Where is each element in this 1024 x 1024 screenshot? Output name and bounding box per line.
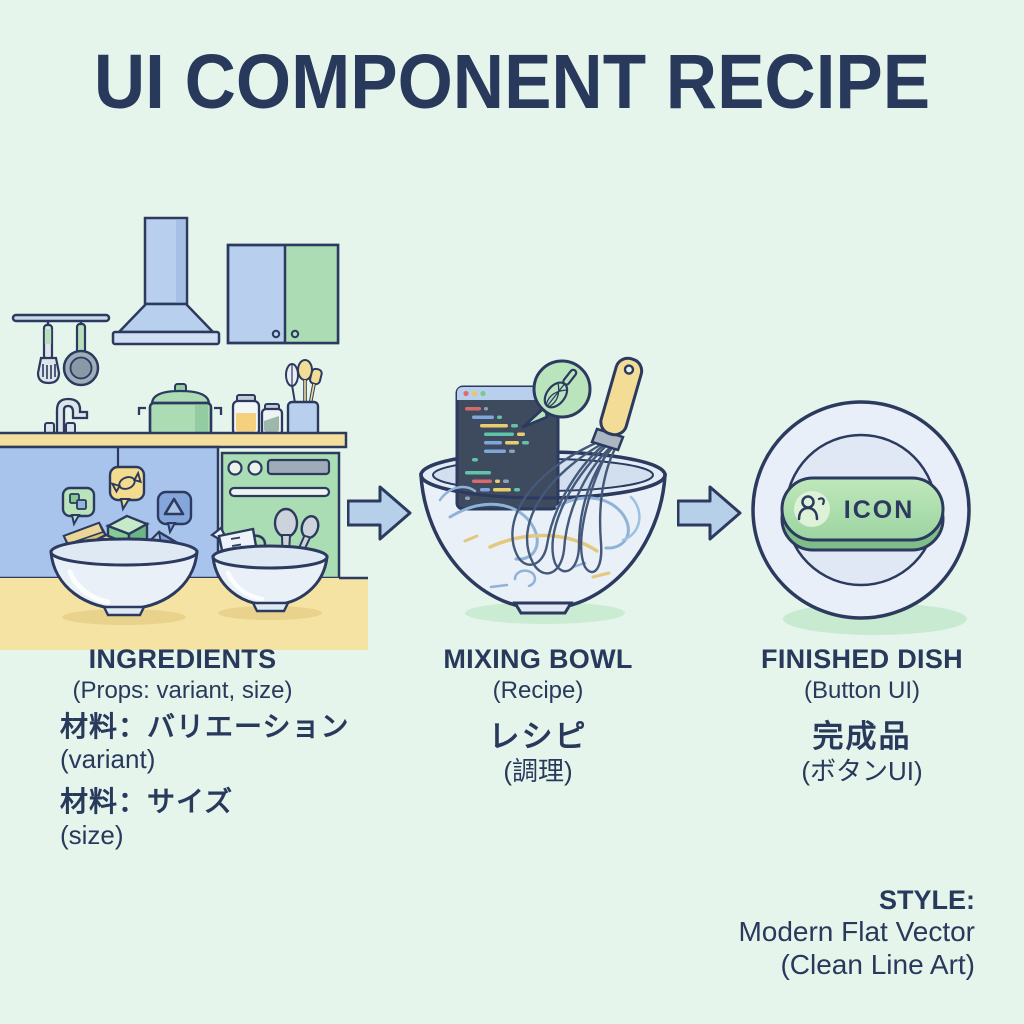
icon-button: ICON [780,476,945,552]
props-bowl-variant [49,514,199,625]
jar-yellow [231,394,261,437]
finished-labels: FINISHED DISH (Button UI) 完成品 (ボタンUI) [732,644,992,786]
ingredients-jp-notes: 材料：バリエーション (variant) 材料：サイズ (size) [60,711,400,850]
ingredients-labels: INGREDIENTS (Props: variant, size) [10,644,355,705]
note-size-en: (size) [60,819,124,850]
kitchen-illustration [0,205,380,650]
arrow-icon [677,485,742,541]
mixing-bowl-illustration [395,345,695,645]
finished-note-en: (ボタンUI) [801,755,923,786]
whisk-icon [543,368,578,409]
style-note: STYLE: Modern Flat Vector (Clean Line Ar… [690,885,975,981]
props-bowl-size [210,507,329,620]
triangle-icon [163,497,185,516]
jar-green [260,403,284,437]
candy-icon [110,470,142,494]
mixing-heading: MIXING BOWL [443,644,633,674]
countertop [0,431,348,449]
ingredients-subheading: (Props: variant, size) [72,677,293,705]
mixing-subheading: (Recipe) [492,677,584,705]
style-note-line1: Modern Flat Vector [738,916,975,948]
page-title: UI COMPONENT RECIPE [93,39,931,126]
speech-bubble-candy [108,465,146,512]
utensil-holder [285,359,323,439]
ingredients-heading: INGREDIENTS [88,644,277,674]
hanging-spatula [36,321,61,385]
wall-cabinet [226,243,340,345]
style-note-line2: (Clean Line Art) [780,949,975,981]
speech-bubble-triangle [156,490,193,535]
finished-heading: FINISHED DISH [761,644,963,674]
window-dot-yellow [471,390,478,397]
note-variant-en: (variant) [60,744,156,775]
finished-subheading: (Button UI) [803,677,921,705]
mixing-labels: MIXING BOWL (Recipe) レシピ (調理) [408,644,668,786]
plate-illustration: ICON [742,388,992,648]
whisk-speech-bubble [521,359,592,429]
note-variant-jp: 材料：バリエーション [60,711,350,742]
whisk [511,356,644,575]
person-icon [797,495,825,521]
arrow-icon [347,485,412,541]
window-dot-red [463,390,469,397]
spatula-icon [309,367,323,386]
code-lines [465,407,529,500]
mixing-note-en: (調理) [503,755,573,786]
style-note-label: STYLE: [878,885,975,915]
mixing-note-jp: レシピ [488,719,588,755]
frying-pan [62,321,100,387]
finished-note-jp: 完成品 [812,719,912,755]
faucet [44,397,89,436]
note-size-jp: 材料：サイズ [60,786,234,818]
squares-icon [69,493,87,510]
range-hood [111,216,221,346]
flow-arrow-1 [347,483,413,545]
icon-button-label: ICON [844,496,915,524]
utensil-rail [11,313,111,323]
window-dot-green [480,390,486,397]
cooking-pot [137,383,223,437]
speech-bubble-squares [61,486,96,527]
flow-arrow-2 [677,483,743,545]
